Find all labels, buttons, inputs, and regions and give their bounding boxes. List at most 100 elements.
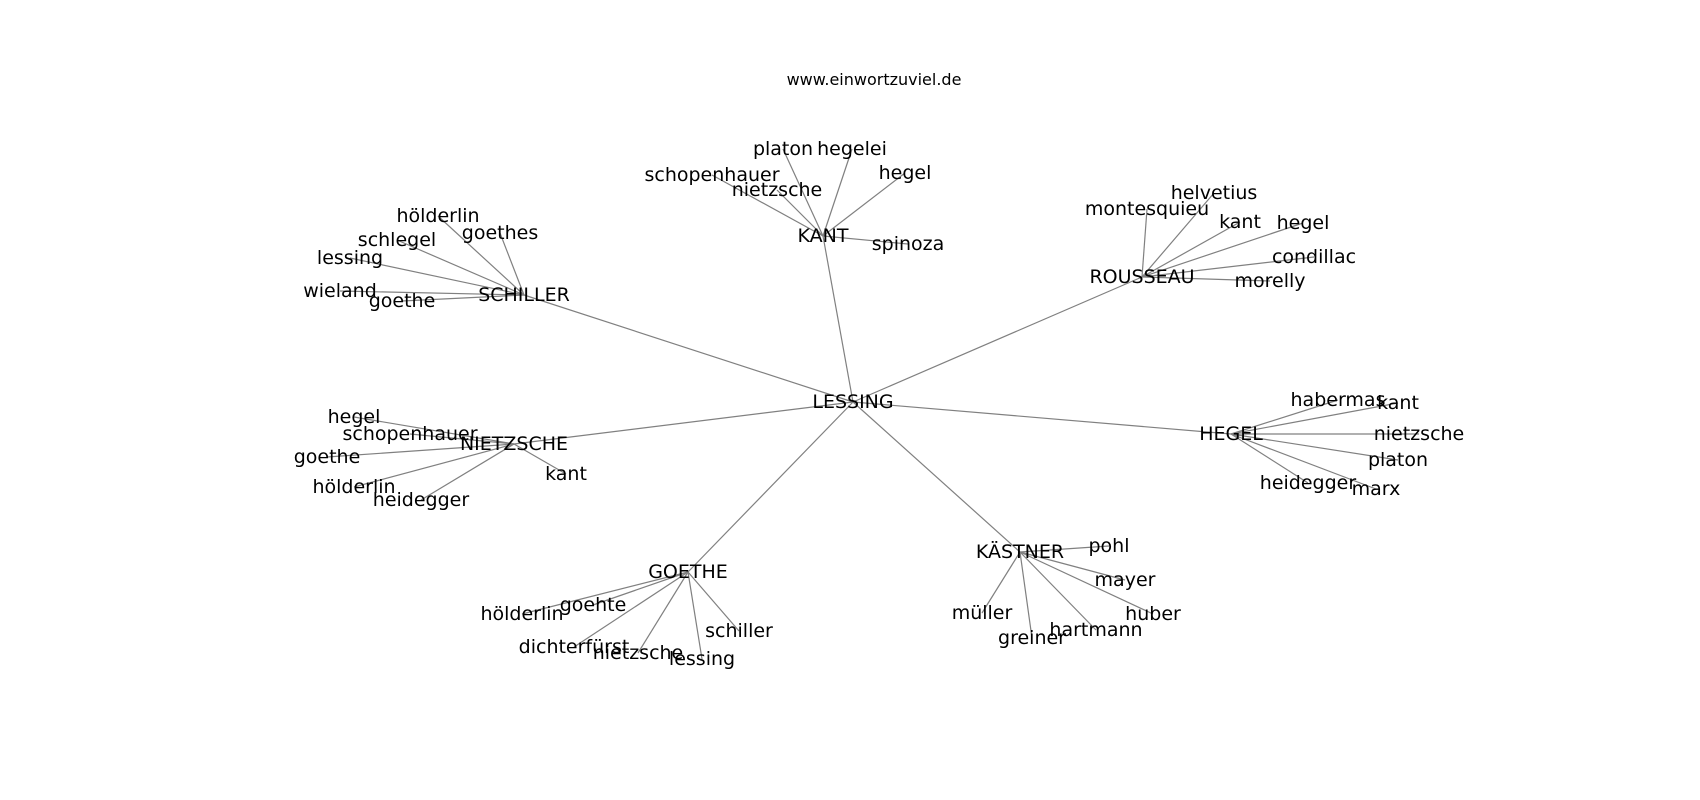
leaf-node-label: hölderlin [480,603,563,625]
edge-hegel-3 [1230,433,1399,461]
leaf-node-label: schopenhauer [644,164,779,186]
leaf-node-label: schopenhauer [342,423,477,445]
edge-nietzsche-3 [513,443,567,475]
edge-kästner-1 [1019,551,1126,581]
leaf-node-label: platon [753,138,813,160]
hub-node-label: NIETZSCHE [460,433,568,455]
leaf-node-label: marx [1352,478,1401,500]
leaf-node-label: kant [1377,392,1419,414]
edge-schiller-5 [401,294,525,302]
hub-node-label: SCHILLER [478,284,570,306]
leaf-node-label: greiner [998,627,1066,649]
edge-rousseau-0 [1141,192,1215,278]
hub-node-label: GOETHE [648,561,728,583]
leaf-node-label: hegel [879,162,932,184]
edge-rousseau-3 [1141,222,1304,278]
leaf-node-label: hartmann [1049,619,1142,641]
leaf-node-label: nietzsche [593,642,684,664]
edge-goethe-1 [521,571,689,615]
edge-rousseau-2 [1141,221,1241,278]
hub-node-label: KÄSTNER [976,540,1064,563]
edge-root-goethe [687,401,854,573]
edge-root-schiller [523,294,854,403]
edge-nietzsche-5 [420,443,515,501]
edge-goethe-0 [592,571,689,606]
leaf-node-label: goethe [294,446,361,468]
leaf-node-label: schiller [705,620,773,642]
leaf-node-label: montesquieu [1085,198,1209,220]
hub-node-label: HEGEL [1199,423,1263,445]
leaf-node-label: nietzsche [1374,423,1465,445]
leaf-node-label: kant [545,463,587,485]
leaf-node-label: pohl [1088,535,1129,557]
leaf-node-label: heidegger [373,489,470,511]
hub-node-label: ROUSSEAU [1089,266,1194,288]
edge-goethe-5 [687,571,703,660]
edge-schiller-0 [437,215,525,296]
edge-kant-3 [822,172,906,237]
edge-schiller-1 [499,232,525,296]
edge-kästner-4 [1019,551,1097,631]
edge-goethe-4 [637,571,689,654]
edge-kant-4 [776,189,824,237]
leaf-node-label: hölderlin [396,205,479,227]
leaf-node-label: goehte [560,594,627,616]
edge-rousseau-4 [1141,256,1315,278]
leaf-node-label: müller [952,602,1013,624]
leaf-node-label: heidegger [1260,472,1357,494]
edge-schiller-4 [339,290,525,296]
edge-hegel-4 [1230,433,1309,484]
leaf-node-label: kant [1219,211,1261,233]
edge-rousseau-5 [1141,276,1271,282]
leaf-node-label: wieland [303,280,377,302]
edge-kästner-2 [981,551,1021,614]
edge-root-hegel [852,401,1232,435]
edge-kästner-3 [1019,551,1154,615]
leaf-node-label: goethe [369,290,436,312]
edge-schiller-2 [396,239,525,296]
leaf-node-label: nietzsche [732,179,823,201]
edge-goethe-3 [573,571,689,648]
leaf-node-label: lessing [669,648,735,670]
edge-nietzsche-0 [353,416,515,445]
edge-kant-5 [822,235,909,245]
leaf-node-label: huber [1125,603,1181,625]
edge-kant-1 [822,148,853,237]
leaf-node-label: schlegel [358,229,436,251]
edge-hegel-0 [1230,399,1339,435]
edge-nietzsche-1 [409,433,515,445]
leaf-node-label: lessing [317,247,383,269]
edge-goethe-2 [687,571,740,632]
edge-rousseau-1 [1141,208,1148,278]
root-node-label: LESSING [812,391,893,413]
leaf-node-label: habermas [1291,389,1386,411]
leaf-node-label: morelly [1234,270,1305,292]
leaf-node-label: condillac [1272,246,1356,268]
edge-hegel-5 [1230,433,1377,490]
leaf-node-label: hölderlin [312,476,395,498]
edge-kant-2 [711,174,824,237]
edge-nietzsche-2 [326,443,515,458]
edge-root-rousseau [852,276,1143,403]
edge-schiller-3 [349,257,525,296]
leaf-node-label: goethes [462,222,538,244]
edge-nietzsche-4 [353,443,515,488]
leaf-node-label: platon [1368,449,1428,471]
site-title: www.einwortzuviel.de [786,70,962,89]
edge-kästner-5 [1019,551,1033,639]
leaf-node-label: mayer [1095,569,1156,591]
leaf-node-label: helvetius [1171,182,1258,204]
edge-root-kant [822,235,854,403]
edge-kant-0 [782,148,824,237]
leaf-node-label: hegel [328,406,381,428]
leaf-node-label: spinoza [872,233,945,255]
edge-kästner-0 [1019,545,1110,553]
edge-hegel-1 [1230,402,1399,435]
leaf-node-label: hegelei [817,138,887,160]
leaf-node-label: dichterfürst [519,636,630,658]
edge-root-nietzsche [513,401,854,445]
leaf-node-label: hegel [1277,212,1330,234]
hub-node-label: KANT [798,225,849,247]
edge-root-kästner [852,401,1021,553]
